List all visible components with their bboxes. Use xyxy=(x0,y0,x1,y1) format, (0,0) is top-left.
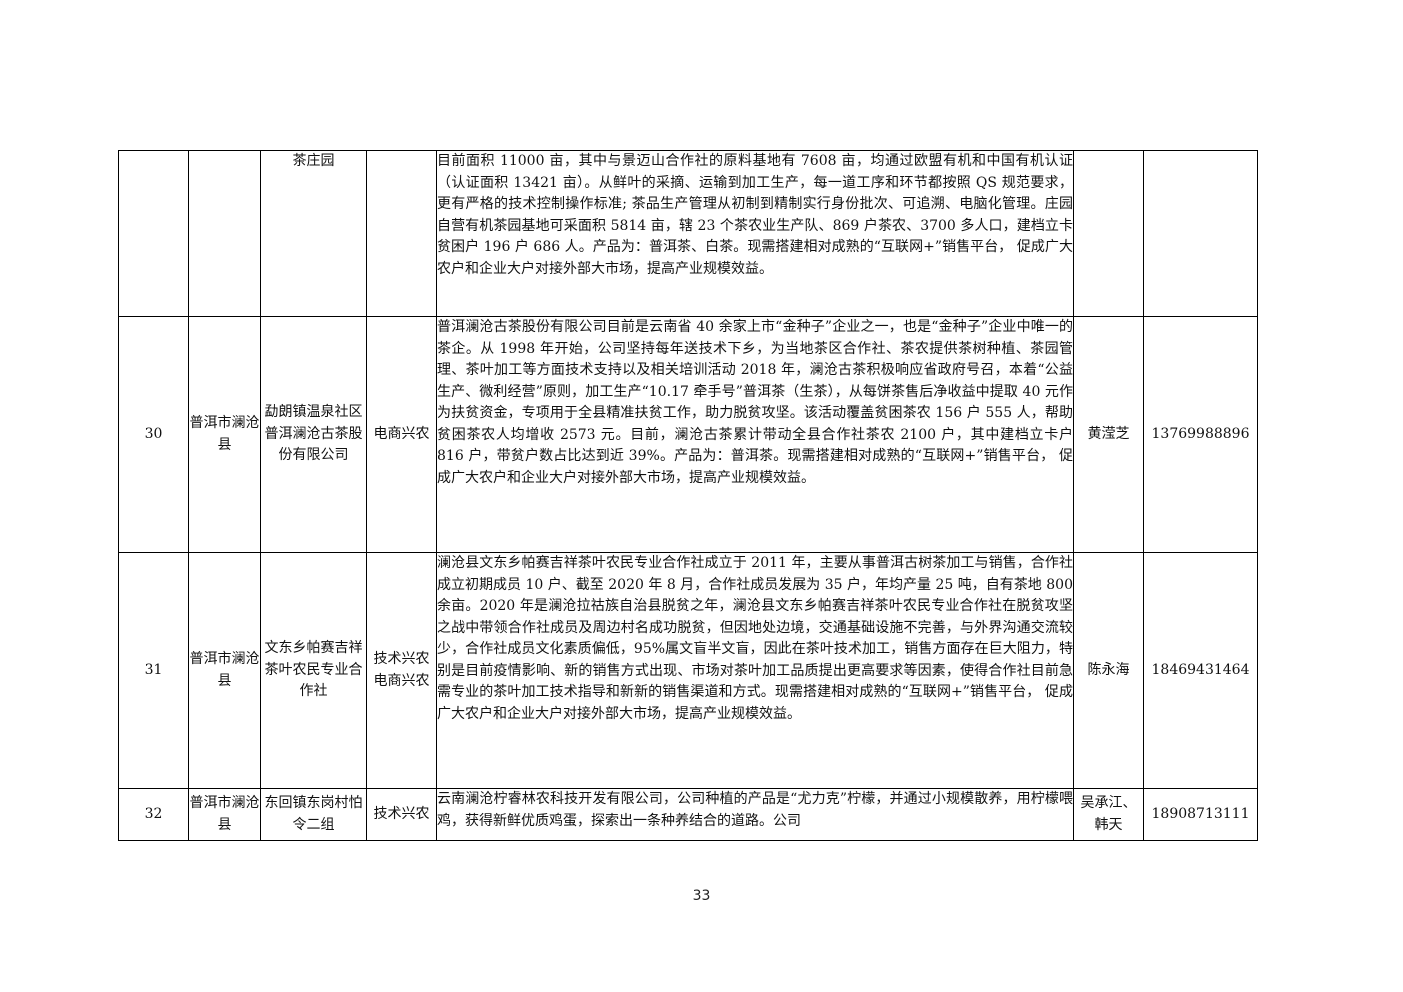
row-number: 31 xyxy=(118,552,189,789)
description-cell: 澜沧县文东乡帕赛吉祥茶叶农民专业合作社成立于 2011 年，主要从事普洱古树茶加… xyxy=(436,552,1074,789)
row-number xyxy=(118,150,189,317)
type-cell: 电商兴农 xyxy=(366,316,437,553)
table-row: 31 普洱市澜沧县 文东乡帕赛吉祥茶叶农民专业合作社 技术兴农 电商兴农 澜沧县… xyxy=(118,552,1258,789)
type-cell xyxy=(366,150,437,317)
phone-cell: 18469431464 xyxy=(1143,552,1258,789)
unit-cell: 勐朗镇温泉社区普洱澜沧古茶股份有限公司 xyxy=(260,316,367,553)
description-cell: 目前面积 11000 亩，其中与景迈山合作社的原料基地有 7608 亩，均通过欧… xyxy=(436,150,1074,317)
row-number: 30 xyxy=(118,316,189,553)
table-row: 茶庄园 目前面积 11000 亩，其中与景迈山合作社的原料基地有 7608 亩，… xyxy=(118,150,1258,317)
unit-cell: 茶庄园 xyxy=(260,150,367,317)
contact-cell: 黄滢芝 xyxy=(1073,316,1144,553)
table-row: 32 普洱市澜沧县 东回镇东岗村怕令二组 技术兴农 云南澜沧柠睿林农科技开发有限… xyxy=(118,788,1258,841)
region-cell: 普洱市澜沧县 xyxy=(188,316,261,553)
phone-cell: 18908713111 xyxy=(1143,788,1258,841)
contact-cell xyxy=(1073,150,1144,317)
phone-cell: 13769988896 xyxy=(1143,316,1258,553)
description-cell: 云南澜沧柠睿林农科技开发有限公司，公司种植的产品是“尤力克”柠檬，并通过小规模散… xyxy=(436,788,1074,841)
unit-cell: 文东乡帕赛吉祥茶叶农民专业合作社 xyxy=(260,552,367,789)
table-row: 30 普洱市澜沧县 勐朗镇温泉社区普洱澜沧古茶股份有限公司 电商兴农 普洱澜沧古… xyxy=(118,316,1258,553)
page-number: 33 xyxy=(692,888,711,904)
description-cell: 普洱澜沧古茶股份有限公司目前是云南省 40 余家上市“金种子”企业之一，也是“金… xyxy=(436,316,1074,553)
project-table: 茶庄园 目前面积 11000 亩，其中与景迈山合作社的原料基地有 7608 亩，… xyxy=(118,150,1258,841)
type-cell: 技术兴农 xyxy=(366,788,437,841)
region-cell: 普洱市澜沧县 xyxy=(188,552,261,789)
type-cell: 技术兴农 电商兴农 xyxy=(366,552,437,789)
contact-cell: 吴承江、韩天 xyxy=(1073,788,1144,841)
row-number: 32 xyxy=(118,788,189,841)
phone-cell xyxy=(1143,150,1258,317)
contact-cell: 陈永海 xyxy=(1073,552,1144,789)
region-cell xyxy=(188,150,261,317)
unit-cell: 东回镇东岗村怕令二组 xyxy=(260,788,367,841)
region-cell: 普洱市澜沧县 xyxy=(188,788,261,841)
